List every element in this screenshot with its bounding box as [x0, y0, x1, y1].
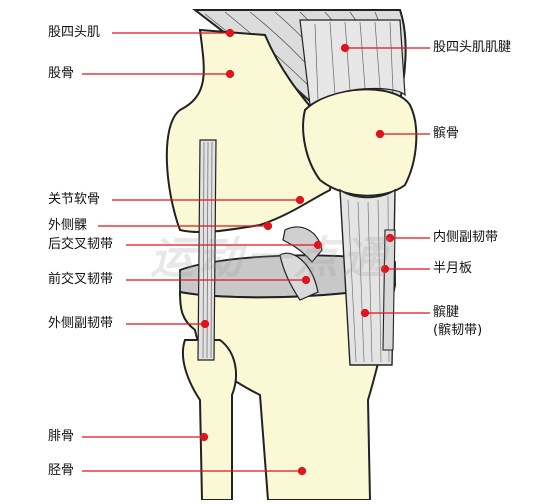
label-quad-muscle: 股四头肌	[48, 25, 101, 40]
label-mcl: 内侧副韧带	[433, 230, 499, 245]
label-patella: 髌骨	[433, 126, 460, 141]
label-acl: 前交叉韧带	[48, 272, 114, 287]
label-tibia: 胫骨	[48, 463, 75, 478]
label-patellar-tendon: 髌腱	[433, 305, 460, 320]
label-femur: 股骨	[48, 66, 75, 81]
label-meniscus: 半月板	[433, 261, 473, 276]
label-quad-tendon: 股四头肌肌腱	[433, 40, 512, 55]
tibia-bone	[178, 283, 397, 501]
mcl-ligament	[382, 229, 396, 351]
fibula-bone	[181, 339, 237, 501]
patella-bone	[302, 88, 418, 197]
watermark-text: 运动一点通	[150, 233, 390, 284]
label-lcl: 外侧副韧带	[48, 316, 114, 331]
acl-ligament	[279, 252, 319, 301]
quad-tendon	[299, 19, 406, 107]
label-articular-cartilage: 关节软骨	[48, 192, 101, 207]
label-pcl: 后交叉韧带	[48, 237, 114, 252]
label-patellar-ligament: (髌韧带)	[433, 323, 483, 338]
label-fibula: 腓骨	[48, 429, 75, 444]
label-lateral-condyle: 外侧髁	[48, 218, 88, 233]
leader-lines	[82, 28, 430, 476]
